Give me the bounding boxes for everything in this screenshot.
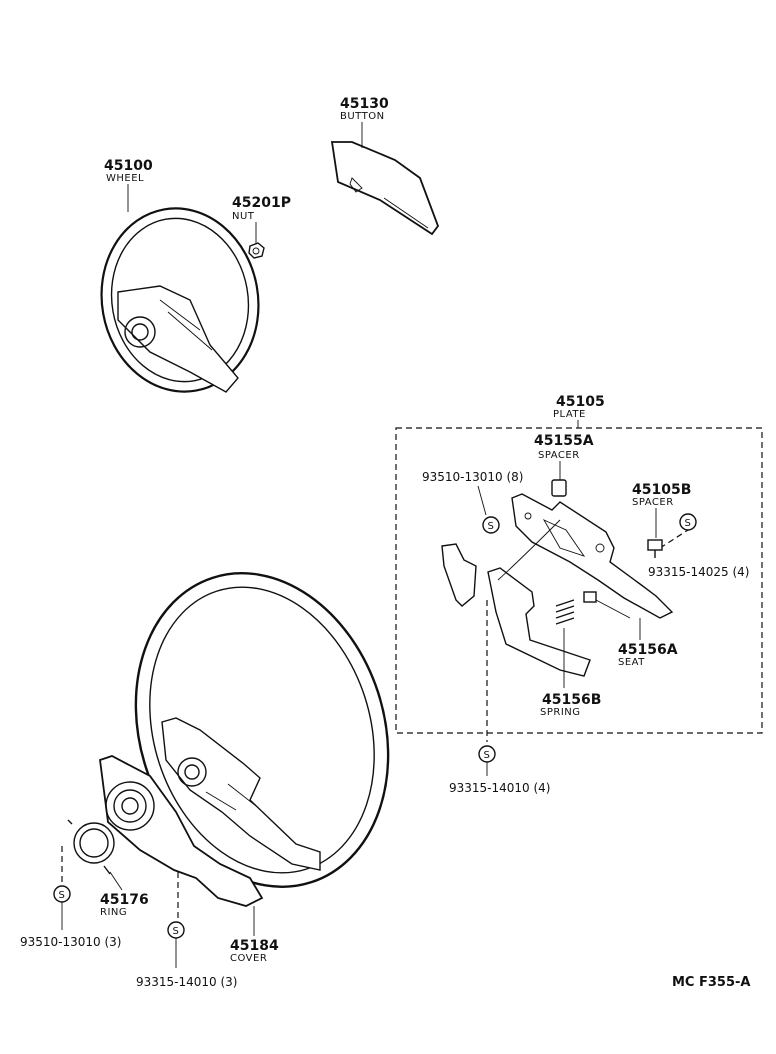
leader-screw-plate-right xyxy=(659,529,689,549)
label-45155A-name: SPACER xyxy=(538,450,580,461)
ring-45176[interactable] xyxy=(67,819,115,875)
screw-marker-plate-bottom: S xyxy=(478,745,496,763)
label-45100-name: WHEEL xyxy=(106,173,144,184)
label-45105B-number: 45105B xyxy=(632,482,691,498)
leader-45176 xyxy=(109,871,123,891)
label-screw-ring-bottom: 93510-13010 (3) xyxy=(20,935,122,949)
svg-text:S: S xyxy=(488,521,495,532)
horn-button[interactable] xyxy=(330,141,440,236)
svg-text:S: S xyxy=(173,926,180,937)
label-screw-plate-bottom: 93315-14010 (4) xyxy=(449,781,551,795)
plate-bracket[interactable] xyxy=(511,493,674,619)
label-screw-plate-right: 93315-14025 (4) xyxy=(648,565,750,579)
plate-bracket-left[interactable] xyxy=(441,519,591,677)
svg-text:S: S xyxy=(484,750,491,761)
plate-assembly-box xyxy=(395,427,763,734)
leader-screw-plate-inner xyxy=(477,485,487,516)
screw-marker-ring-bottom: S xyxy=(53,885,71,903)
label-45130-name: BUTTON xyxy=(340,111,385,122)
svg-text:S: S xyxy=(685,518,692,529)
nut-icon[interactable] xyxy=(248,242,265,259)
screw-marker-plate-right: S xyxy=(679,513,697,531)
label-45105B-name: SPACER xyxy=(632,497,674,508)
label-screw-cover-bottom: 93315-14010 (3) xyxy=(136,975,238,989)
label-45184-name: COVER xyxy=(230,953,267,964)
label-45201P-name: NUT xyxy=(232,211,255,222)
seat-45156A[interactable] xyxy=(583,591,597,603)
steering-wheel-bottom[interactable] xyxy=(97,540,428,920)
label-45176-name: RING xyxy=(100,907,127,918)
svg-text:S: S xyxy=(59,890,66,901)
spring-45156B[interactable] xyxy=(555,599,575,625)
label-45176-number: 45176 xyxy=(100,892,149,908)
label-45156A-number: 45156A xyxy=(618,642,678,658)
leader-45156A xyxy=(595,599,631,619)
label-screw-plate-inner: 93510-13010 (8) xyxy=(422,470,524,484)
label-45100-number: 45100 xyxy=(104,158,153,174)
label-45130-number: 45130 xyxy=(340,96,389,112)
screw-marker-cover-bottom: S xyxy=(167,921,185,939)
spacer-45105B[interactable] xyxy=(647,539,663,558)
label-45184-number: 45184 xyxy=(230,938,279,954)
label-45201P-number: 45201P xyxy=(232,195,291,211)
diagram-code: MC F355-A xyxy=(672,975,750,990)
steering-wheel-top[interactable] xyxy=(87,196,273,404)
label-45155A-number: 45155A xyxy=(534,433,594,449)
cover-45184[interactable] xyxy=(99,755,264,907)
label-45156A-name: SEAT xyxy=(618,657,645,668)
label-45156B-number: 45156B xyxy=(542,692,601,708)
label-45105-number: 45105 xyxy=(556,394,605,410)
label-45156B-name: SPRING xyxy=(540,707,581,718)
label-45105-name: PLATE xyxy=(553,409,586,420)
spacer-45155A[interactable] xyxy=(551,479,567,497)
screw-marker-plate-inner: S xyxy=(482,516,500,534)
